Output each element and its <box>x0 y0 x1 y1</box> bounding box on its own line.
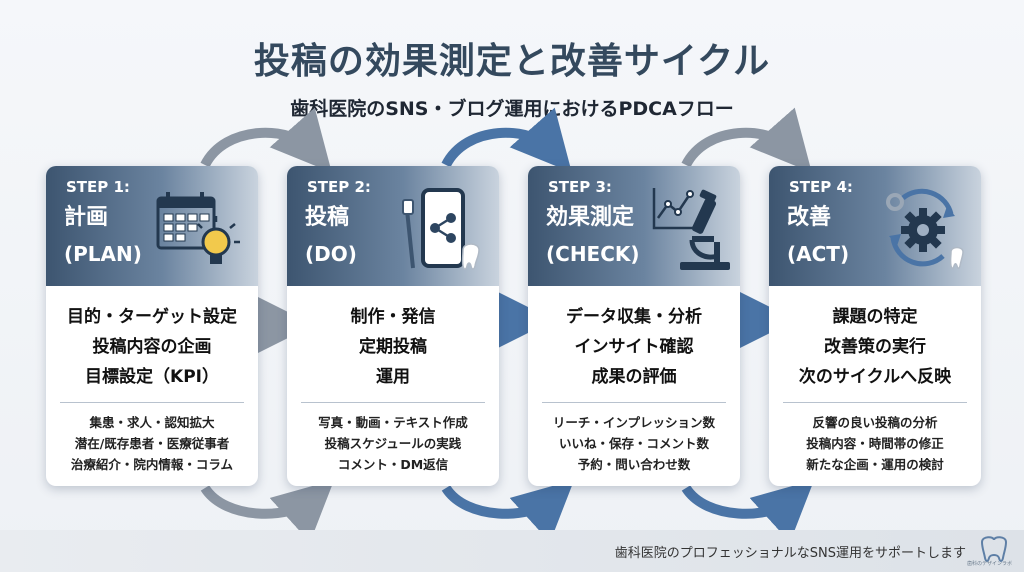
step-number: STEP 4: <box>789 178 853 196</box>
main-points: 制作・発信 定期投稿 運用 <box>287 302 499 392</box>
step-name-en: (PLAN) <box>64 242 142 266</box>
sub-point: リーチ・インプレッション数 <box>552 415 716 430</box>
main-points: 課題の特定 改善策の実行 次のサイクルへ反映 <box>769 302 981 392</box>
chart-microscope-icon <box>652 188 730 270</box>
divider <box>542 402 726 403</box>
step-name: 効果測定 <box>546 205 635 230</box>
divider <box>783 402 967 403</box>
sub-point: 投稿スケジュールの実践 <box>324 436 462 451</box>
step-number: STEP 3: <box>548 178 612 196</box>
step-number: STEP 1: <box>66 178 130 196</box>
page-title: 投稿の効果測定と改善サイクル <box>253 41 771 82</box>
step-card-check: STEP 3: 効果測定 (CHECK) データ収集・分析 インサイト確認 成果… <box>528 166 740 486</box>
arrow-bottom-1-2 <box>200 479 335 543</box>
step-number: STEP 2: <box>307 178 371 196</box>
card-header: STEP 3: 効果測定 (CHECK) <box>528 166 740 286</box>
card-header: STEP 4: 改善 (ACT) <box>769 166 981 286</box>
tooth-logo-icon <box>980 536 1008 562</box>
arrow-top-1-2 <box>200 107 332 173</box>
main-point: 投稿内容の企画 <box>92 337 212 357</box>
arrow-bottom-3-4 <box>681 479 815 543</box>
main-point: 成果の評価 <box>591 367 677 387</box>
sub-points: リーチ・インプレッション数 いいね・保存・コメント数 予約・問い合わせ数 <box>528 412 740 475</box>
main-point: 次のサイクルへ反映 <box>798 367 952 387</box>
footer-bar: 歯科医院のプロフェッショナルなSNS運用をサポートします 歯科のデザインラボ <box>0 530 1024 572</box>
sub-point: 予約・問い合わせ数 <box>577 457 691 472</box>
arrow-top-2-3 <box>441 107 572 173</box>
step-name: 改善 <box>787 205 832 230</box>
sub-point: コメント・DM返信 <box>337 457 449 472</box>
step-card-do: STEP 2: 投稿 (DO) 制作・発信 定期投稿 運用 写真・動画・テキスト… <box>287 166 499 486</box>
sub-point: 集患・求人・認知拡大 <box>89 415 215 430</box>
sub-point: 写真・動画・テキスト作成 <box>318 415 468 430</box>
step-name-en: (ACT) <box>787 242 850 266</box>
sub-point: 反響の良い投稿の分析 <box>812 415 938 430</box>
step-name: 投稿 <box>305 205 350 230</box>
sub-point: 潜在/既存患者・医療従事者 <box>74 436 230 451</box>
main-points: データ収集・分析 インサイト確認 成果の評価 <box>528 302 740 392</box>
step-card-plan: STEP 1: 計画 (PLAN) 目的・ターゲット設定 投稿内容の企画 目標設… <box>46 166 258 486</box>
main-point: 運用 <box>376 367 410 387</box>
main-point: 制作・発信 <box>350 307 436 327</box>
main-point: インサイト確認 <box>574 337 694 357</box>
arrow-bottom-2-3 <box>441 479 575 543</box>
divider <box>60 402 244 403</box>
card-header: STEP 2: 投稿 (DO) <box>287 166 499 286</box>
main-point: 目標設定（KPI） <box>85 367 219 387</box>
divider <box>301 402 485 403</box>
step-name-en: (CHECK) <box>546 242 640 266</box>
card-header: STEP 1: 計画 (PLAN) <box>46 166 258 286</box>
step-name: 計画 <box>64 205 109 230</box>
sub-point: いいね・保存・コメント数 <box>558 436 709 451</box>
main-point: 定期投稿 <box>359 337 427 357</box>
sub-points: 反響の良い投稿の分析 投稿内容・時間帯の修正 新たな企画・運用の検討 <box>769 412 981 475</box>
footer-text: 歯科医院のプロフェッショナルなSNS運用をサポートします <box>614 546 966 561</box>
sub-points: 集患・求人・認知拡大 潜在/既存患者・医療従事者 治療紹介・院内情報・コラム <box>46 412 258 475</box>
main-point: データ収集・分析 <box>566 307 702 327</box>
step-name-en: (DO) <box>305 242 357 266</box>
gear-cycle-icon <box>886 188 964 269</box>
sub-point: 治療紹介・院内情報・コラム <box>70 457 234 472</box>
main-point: 課題の特定 <box>832 307 918 327</box>
sub-points: 写真・動画・テキスト作成 投稿スケジュールの実践 コメント・DM返信 <box>287 412 499 475</box>
main-points: 目的・ターゲット設定 投稿内容の企画 目標設定（KPI） <box>46 302 258 392</box>
smartphone-share-icon <box>402 188 480 270</box>
arrow-top-3-4 <box>681 107 812 173</box>
logo-text: 歯科のデザインラボ <box>966 561 1012 567</box>
sub-point: 新たな企画・運用の検討 <box>806 457 944 472</box>
main-point: 改善策の実行 <box>824 337 926 357</box>
sub-point: 投稿内容・時間帯の修正 <box>806 436 944 451</box>
main-point: 目的・ターゲット設定 <box>67 307 237 327</box>
calendar-lightbulb-icon <box>156 192 240 264</box>
step-card-act: STEP 4: 改善 (ACT) 課題の特定 改善策の実行 次のサイクルへ反映 … <box>769 166 981 486</box>
